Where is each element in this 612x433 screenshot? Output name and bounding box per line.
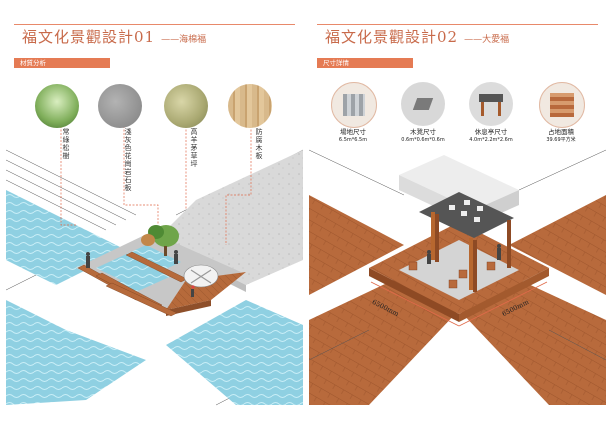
bench-size-icon bbox=[401, 82, 445, 126]
area-size-value: 39.69平方米 bbox=[546, 137, 576, 143]
material-label-grass: 高羊茅草坪 bbox=[190, 128, 198, 168]
wood-planks bbox=[77, 251, 188, 317]
right-page-title: 福文化景觀設計02——大愛福 bbox=[325, 28, 510, 46]
left-page: 福文化景觀設計01——海棉福 材質分析 bbox=[6, 0, 303, 433]
material-label-granite: 淺灰色花崗岩石板 bbox=[124, 128, 132, 192]
water-pool-bottom bbox=[6, 300, 146, 405]
grass-texture-icon bbox=[164, 84, 208, 128]
wood-texture-icon bbox=[228, 84, 272, 128]
title-rule bbox=[14, 24, 295, 25]
dimension-lines bbox=[370, 281, 548, 327]
tree-cluster bbox=[141, 225, 179, 256]
water-pool-right bbox=[166, 300, 303, 405]
material-label-pine: 常綠松樹 bbox=[62, 128, 70, 160]
left-axonometric-drawing bbox=[6, 112, 303, 406]
granite-texture-icon bbox=[98, 84, 142, 128]
material-label-wood: 防腐木板 bbox=[255, 128, 263, 160]
right-page-subtitle: ——大愛福 bbox=[464, 35, 510, 45]
benches bbox=[408, 261, 496, 289]
title-rule bbox=[317, 24, 598, 25]
section-label-bar: 尺寸詳情 bbox=[317, 58, 413, 68]
right-page: 福文化景觀設計02——大愛福 尺寸詳情 bbox=[309, 0, 606, 433]
site-size-icon bbox=[331, 82, 377, 128]
pine-tree-photo-icon bbox=[35, 84, 79, 128]
pavilion-size-value: 4.0m*2.2m*2.6m bbox=[469, 137, 513, 143]
people bbox=[427, 244, 501, 264]
left-page-title: 福文化景觀設計01——海棉福 bbox=[22, 28, 207, 46]
pavilion-size-icon bbox=[469, 82, 513, 126]
wood-floor-left bbox=[309, 195, 404, 295]
pavilion bbox=[419, 192, 514, 292]
people bbox=[86, 250, 195, 297]
area-size-icon bbox=[539, 82, 585, 128]
bench-size-value: 0.6m*0.6m*0.6m bbox=[401, 137, 445, 143]
leader-lines bbox=[60, 112, 252, 245]
site-size-value: 6.5m*6.5m bbox=[338, 137, 368, 143]
white-block bbox=[399, 155, 519, 210]
right-axonometric-drawing bbox=[309, 149, 606, 405]
section-label-bar: 材質分析 bbox=[14, 58, 110, 68]
wood-floor-right bbox=[509, 195, 606, 295]
left-page-subtitle: ——海棉福 bbox=[161, 35, 207, 45]
grid-lines bbox=[309, 149, 606, 361]
